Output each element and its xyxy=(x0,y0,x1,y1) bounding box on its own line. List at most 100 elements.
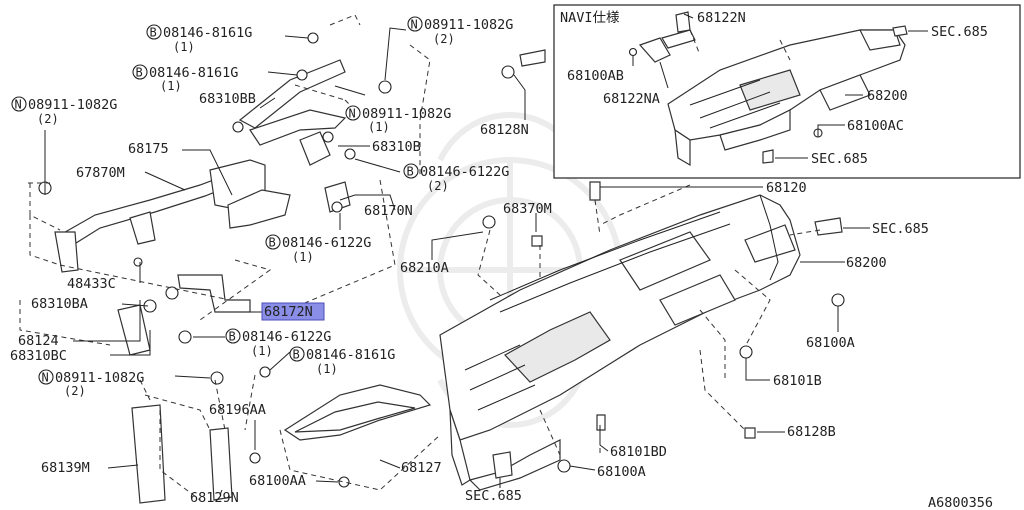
prefix-circle xyxy=(403,163,419,179)
bolt-icon xyxy=(338,476,350,488)
qty-label: (1) xyxy=(292,250,314,264)
prefix-circle xyxy=(38,369,54,385)
prefix-letter: B xyxy=(136,66,143,80)
nut-icon xyxy=(165,286,179,300)
part-label-68310BC[interactable]: 68310BC xyxy=(10,348,67,364)
part-label-08911-1082G-b[interactable]: 08911-1082G xyxy=(28,97,117,113)
clip-icon xyxy=(589,181,601,201)
part-label-68120[interactable]: 68120 xyxy=(766,180,807,196)
part-label-68200-inset[interactable]: 68200 xyxy=(867,88,908,104)
prefix-circle xyxy=(407,16,423,32)
part-label-sec685-inset-bottom[interactable]: SEC.685 xyxy=(811,151,868,167)
part-label-08911-1082G-a[interactable]: 08911-1082G xyxy=(424,17,513,33)
part-label-68101B[interactable]: 68101B xyxy=(773,373,822,389)
bolt-icon xyxy=(831,293,845,307)
qty-label: (2) xyxy=(64,384,86,398)
prefix-circle xyxy=(289,346,305,362)
nut-icon xyxy=(739,345,753,359)
bolt-icon xyxy=(249,452,261,464)
part-label-68100A-right[interactable]: 68100A xyxy=(806,335,855,351)
part-label-08146-8161G-c[interactable]: 08146-8161G xyxy=(306,347,395,363)
bolt-icon xyxy=(307,32,319,44)
prefix-letter: N xyxy=(15,98,22,112)
part-label-68172N[interactable]: 68172N xyxy=(264,304,313,320)
part-label-68310BA[interactable]: 68310BA xyxy=(31,296,88,312)
prefix-letter: N xyxy=(411,18,418,32)
clip-icon xyxy=(814,217,843,236)
navi-inset: NAVI仕様 xyxy=(553,4,1021,179)
part-label-68100AB[interactable]: 68100AB xyxy=(567,68,624,84)
part-label-67870M[interactable]: 67870M xyxy=(76,165,125,181)
part-label-sec685-inset-top[interactable]: SEC.685 xyxy=(931,24,988,40)
part-label-68122N[interactable]: 68122N xyxy=(697,10,746,26)
part-label-68100AC[interactable]: 68100AC xyxy=(847,118,904,134)
instrument-panel-drawing xyxy=(439,194,801,491)
part-label-68124[interactable]: 68124 xyxy=(18,333,59,349)
clip-icon xyxy=(492,451,513,479)
prefix-circle xyxy=(265,234,281,250)
part-label-68210A[interactable]: 68210A xyxy=(400,260,449,276)
clip-icon xyxy=(762,149,774,164)
clip-icon xyxy=(744,427,756,439)
leader-lines xyxy=(44,27,870,496)
part-label-08146-6122G-a[interactable]: 08146-6122G xyxy=(420,164,509,180)
part-label-68175[interactable]: 68175 xyxy=(128,141,169,157)
part-label-68170N[interactable]: 68170N xyxy=(364,203,413,219)
clip-icon xyxy=(892,25,908,37)
part-label-sec685-bottom[interactable]: SEC.685 xyxy=(465,488,522,504)
part-label-08146-6122G-c[interactable]: 08146-6122G xyxy=(242,329,331,345)
bracket-icon xyxy=(519,49,546,67)
bolt-icon xyxy=(344,148,356,160)
prefix-letter: N xyxy=(42,371,49,385)
part-label-68128N[interactable]: 68128N xyxy=(480,122,529,138)
bolt-icon xyxy=(331,201,343,213)
bolt-icon xyxy=(178,330,192,344)
part-label-68370M[interactable]: 68370M xyxy=(503,201,552,217)
prefix-circle xyxy=(11,96,27,112)
part-label-68101BD[interactable]: 68101BD xyxy=(610,444,667,460)
nut-icon xyxy=(210,371,224,385)
part-label-sec685-right[interactable]: SEC.685 xyxy=(872,221,929,237)
part-label-68100A-bottom[interactable]: 68100A xyxy=(597,464,646,480)
nut-icon xyxy=(501,65,515,79)
qty-label: (1) xyxy=(368,120,390,134)
prefix-letter: B xyxy=(150,26,157,40)
clip-icon xyxy=(232,121,244,133)
steering-member-drawing xyxy=(54,59,432,504)
part-label-08146-8161G-a[interactable]: 08146-8161G xyxy=(163,25,252,41)
part-label-68127[interactable]: 68127 xyxy=(401,460,442,476)
prefix-markers: B B N N N B B B B N xyxy=(11,16,423,385)
fastener-drawings xyxy=(38,32,845,488)
part-label-68139M[interactable]: 68139M xyxy=(41,460,90,476)
dashed-guides xyxy=(19,14,821,501)
nut-icon xyxy=(378,80,392,94)
part-label-68129N[interactable]: 68129N xyxy=(190,490,239,506)
part-label-68310BB[interactable]: 68310BB xyxy=(199,91,256,107)
part-label-68122NA[interactable]: 68122NA xyxy=(603,91,660,107)
qty-label: (1) xyxy=(251,344,273,358)
qty-label: (2) xyxy=(427,179,449,193)
screw-icon xyxy=(628,47,638,57)
prefix-circle xyxy=(345,105,361,121)
part-label-68196AA[interactable]: 68196AA xyxy=(209,402,266,418)
part-label-68200[interactable]: 68200 xyxy=(846,255,887,271)
figure-code: A6800356 xyxy=(928,495,993,510)
bolt-icon xyxy=(296,69,308,81)
qty-label: (2) xyxy=(37,112,59,126)
part-label-08911-1082G-c[interactable]: 08911-1082G xyxy=(362,106,451,122)
part-label-08146-6122G-b[interactable]: 08146-6122G xyxy=(282,235,371,251)
bolt-icon xyxy=(557,459,571,473)
qty-label: (2) xyxy=(433,32,455,46)
part-label-08911-1082G-d[interactable]: 08911-1082G xyxy=(55,370,144,386)
clip-icon xyxy=(596,414,606,431)
prefix-letter: B xyxy=(293,348,300,362)
part-label-68100AA[interactable]: 68100AA xyxy=(249,473,306,489)
part-label-68310B[interactable]: 68310B xyxy=(372,139,421,155)
qty-label: (1) xyxy=(316,362,338,376)
part-label-08146-8161G-b[interactable]: 08146-8161G xyxy=(149,65,238,81)
navi-bracket-drawing xyxy=(638,11,696,63)
part-label-48433C[interactable]: 48433C xyxy=(67,276,116,292)
prefix-circle xyxy=(132,64,148,80)
part-label-68128B[interactable]: 68128B xyxy=(787,424,836,440)
